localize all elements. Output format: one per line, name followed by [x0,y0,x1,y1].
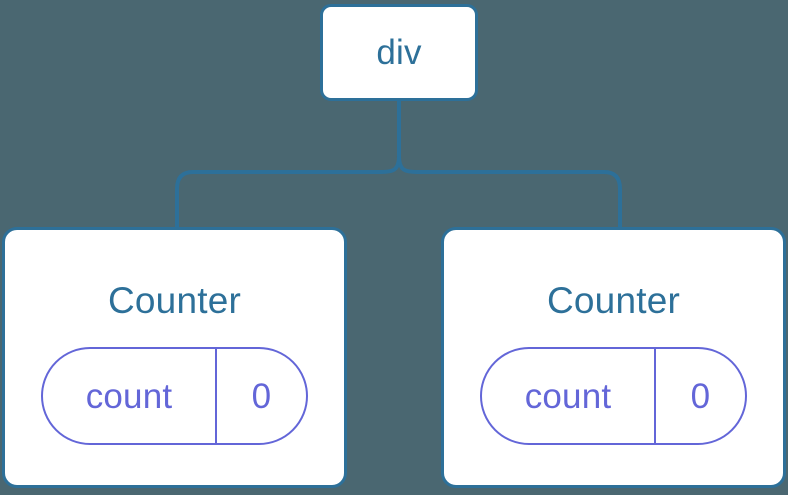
state-key-left-text: count [85,376,173,416]
connector-branch-right [397,155,622,227]
state-key-right-text: count [524,376,612,416]
state-key-left: count [43,349,217,443]
state-value-left: 0 [217,349,306,443]
state-pill-left[interactable]: count 0 [41,347,308,445]
node-counter-right[interactable]: Counter count 0 [441,227,786,488]
state-value-right: 0 [656,349,745,443]
connector-branch-left [175,155,401,227]
state-value-right-text: 0 [690,376,711,416]
node-div-label: div [376,33,422,72]
state-pill-right[interactable]: count 0 [480,347,747,445]
state-value-left-text: 0 [251,376,272,416]
state-key-right: count [482,349,656,443]
node-div[interactable]: div [320,4,478,101]
node-counter-right-label: Counter [546,280,681,321]
node-counter-left[interactable]: Counter count 0 [2,227,347,488]
node-counter-left-label: Counter [107,280,242,321]
